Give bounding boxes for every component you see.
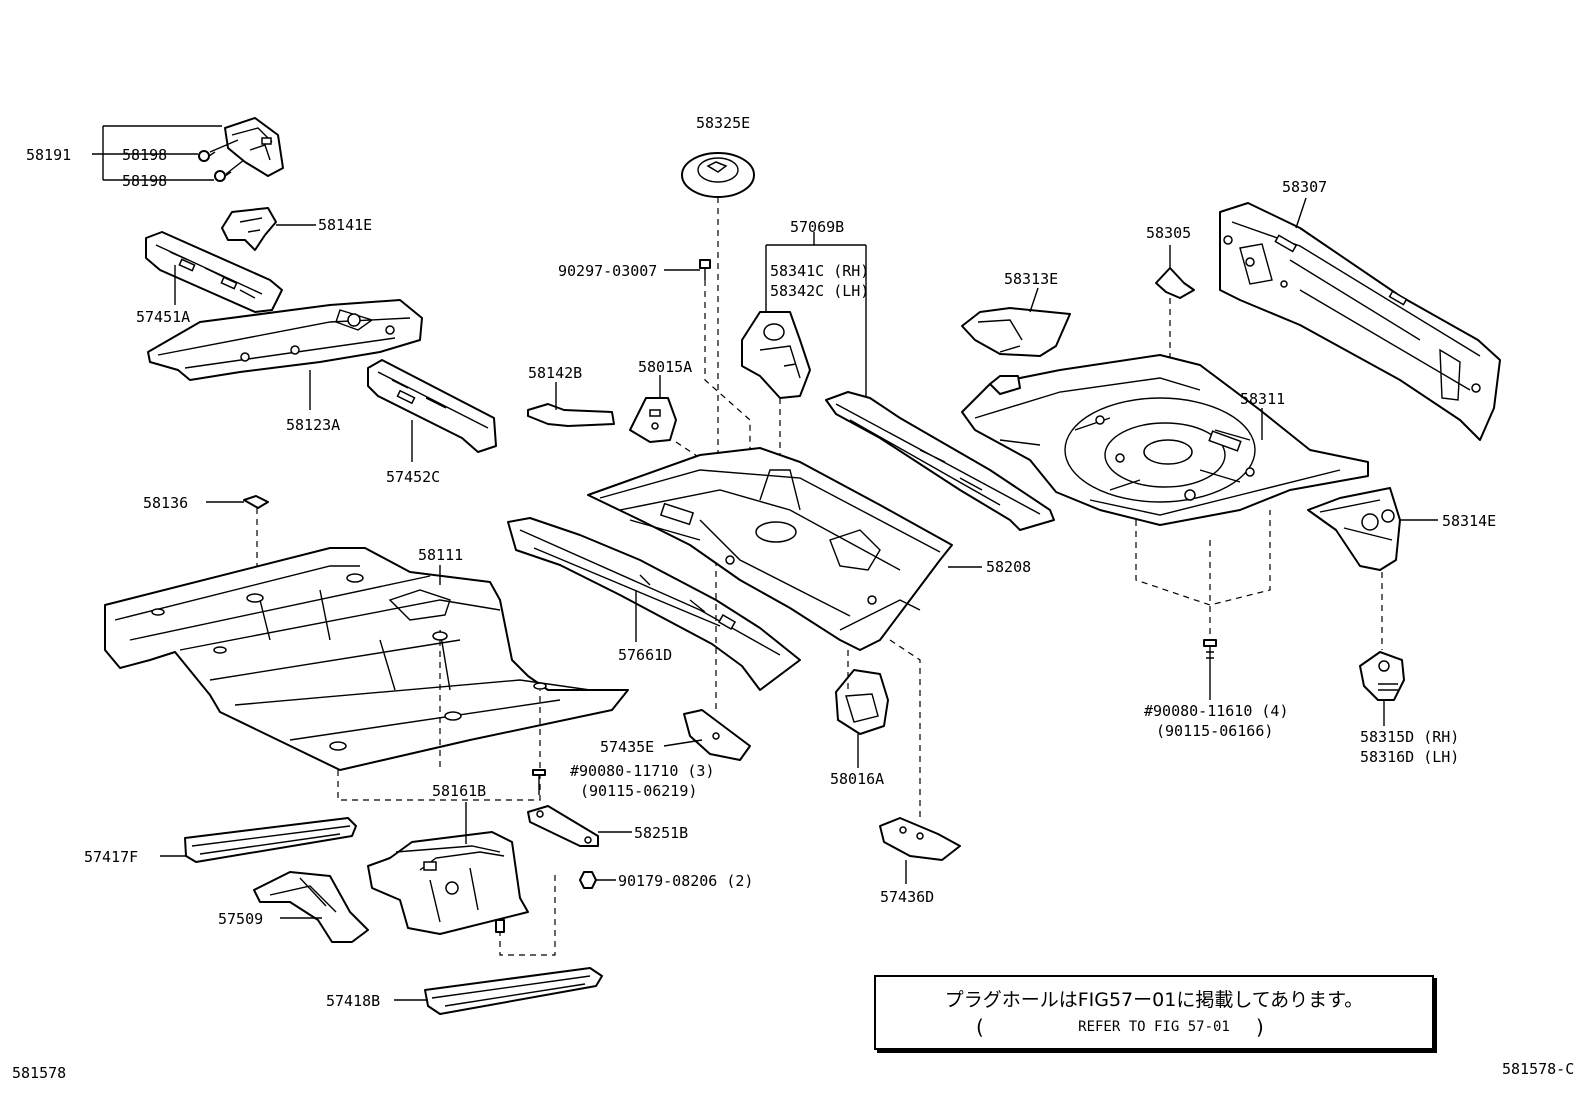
part-58161B-tunnel-bracket [367, 831, 529, 935]
label-57509: 57509 [218, 910, 263, 928]
part-57417F-rocker-reinforcement [184, 817, 357, 863]
figure-code-right: 581578-C [1502, 1060, 1575, 1078]
label-58311: 58311 [1240, 390, 1285, 408]
part-58307-back-panel [1219, 202, 1501, 441]
label-57417F: 57417F [84, 848, 138, 866]
part-58142B-plate [527, 403, 615, 427]
label-90179-08206: 90179-08206 (2) [618, 872, 753, 890]
part-58111-front-floor-pan [104, 547, 629, 771]
label-58342C: 58342C (LH) [770, 282, 869, 300]
part-58015A-bracket [629, 397, 677, 443]
label-58313E: 58313E [1004, 270, 1058, 288]
part-57451A-member [145, 231, 283, 313]
part-58136-bracket [243, 495, 269, 509]
part-57435E-bracket [683, 709, 751, 761]
part-58305-bumper [1155, 267, 1195, 299]
label-57452C: 57452C [386, 468, 440, 486]
part-nut-90179-08206 [579, 871, 597, 889]
part-57661D-floor-side-member [507, 517, 801, 691]
part-58016A-bracket [835, 669, 889, 735]
label-58341C: 58341C (RH) [770, 262, 869, 280]
label-58315D: 58315D (RH) [1360, 728, 1459, 746]
part-58208-center-floor-pan [587, 447, 953, 651]
label-57451A: 57451A [136, 308, 190, 326]
label-58111: 58111 [418, 546, 463, 564]
label-58208: 58208 [986, 558, 1031, 576]
part-58315D-bracket [1359, 651, 1405, 701]
label-58251B: 58251B [634, 824, 688, 842]
label-57069B: 57069B [790, 218, 844, 236]
part-57436D-bracket [879, 817, 961, 861]
label-58142B: 58142B [528, 364, 582, 382]
label-58325E: 58325E [696, 114, 750, 132]
label-58136: 58136 [143, 494, 188, 512]
label-57661D: 57661D [618, 646, 672, 664]
label-90115-06166: (90115-06166) [1156, 722, 1273, 740]
label-58305: 58305 [1146, 224, 1191, 242]
part-58341C-tunnel-bracket [741, 311, 811, 399]
label-58141E: 58141E [318, 216, 372, 234]
label-57436D: 57436D [880, 888, 934, 906]
label-58307: 58307 [1282, 178, 1327, 196]
part-58123A-crossmember [147, 299, 423, 381]
label-90297-03007: 90297-03007 [558, 262, 657, 280]
part-58314E-bracket [1307, 487, 1401, 571]
part-57418B-rocker-reinforcement [424, 967, 603, 1015]
part-57509-bracket [253, 871, 369, 943]
part-58141E-plate [221, 207, 277, 251]
part-clip-90297-03007 [699, 259, 711, 280]
label-58016A: 58016A [830, 770, 884, 788]
part-58311-rear-floor-pan [961, 354, 1369, 526]
figure-code-left: 581578 [12, 1064, 67, 1082]
label-90115-06219: (90115-06219) [580, 782, 697, 800]
label-57418B: 57418B [326, 992, 380, 1010]
part-58198-clip-lower [214, 170, 232, 182]
part-57069B-floor-side-member [825, 391, 1055, 531]
label-58314E: 58314E [1442, 512, 1496, 530]
part-bolt-90080-11610 [1203, 639, 1217, 666]
part-58191-bracket [224, 117, 284, 177]
part-bolt-90080-11710 [532, 769, 546, 795]
label-58191: 58191 [26, 146, 71, 164]
label-90080-11710: #90080-11710 (3) [570, 762, 715, 780]
label-58015A: 58015A [638, 358, 692, 376]
label-90080-11610: #90080-11610 (4) [1144, 702, 1289, 720]
note-open-paren: ( [976, 1015, 984, 1039]
note-english-text: REFER TO FIG 57-01 [1078, 1019, 1230, 1035]
label-58198-upper: 58198 [122, 146, 167, 164]
label-57435E: 57435E [600, 738, 654, 756]
part-58198-clip-upper [198, 150, 216, 162]
part-58251B-strap [527, 805, 599, 847]
note-japanese-text: プラグホールはFIG57ー01に掲載してあります。 [944, 989, 1364, 1011]
label-58161B: 58161B [432, 782, 486, 800]
label-58123A: 58123A [286, 416, 340, 434]
part-58325E-insulator [681, 152, 755, 198]
plug-hole-note: プラグホールはFIG57ー01に掲載してあります。 ( REFER TO FIG… [874, 975, 1434, 1050]
label-58316D: 58316D (LH) [1360, 748, 1459, 766]
note-close-paren: ) [1256, 1015, 1264, 1039]
part-58313E-bracket [961, 307, 1071, 357]
part-57452C-member [367, 359, 497, 453]
label-58198-lower: 58198 [122, 172, 167, 190]
